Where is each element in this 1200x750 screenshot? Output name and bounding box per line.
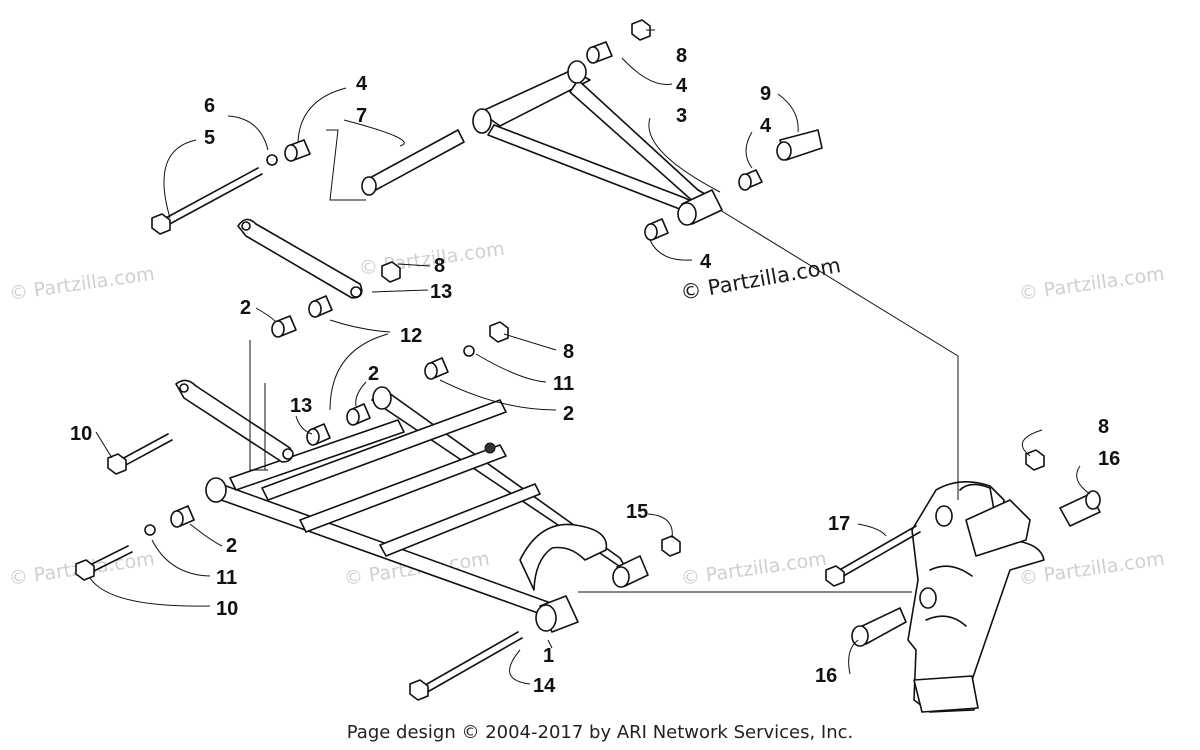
callout-8: 8 <box>434 255 445 277</box>
steering-knuckle <box>825 449 1101 713</box>
callout-14: 14 <box>533 675 556 697</box>
callout-2: 2 <box>368 363 379 385</box>
callout-4: 4 <box>676 75 688 97</box>
callout-4: 4 <box>356 73 368 95</box>
callout-13: 13 <box>290 395 312 417</box>
watermark-text: © Partzilla.com <box>358 238 506 280</box>
watermark-text: © Partzilla.com <box>1018 263 1166 305</box>
callout-2: 2 <box>240 297 251 319</box>
callout-13: 13 <box>430 281 452 303</box>
callout-17: 17 <box>828 513 850 535</box>
upper-a-arm <box>472 60 723 226</box>
callout-16: 16 <box>815 665 837 687</box>
callout-10: 10 <box>216 598 238 620</box>
callout-12: 12 <box>400 325 422 347</box>
callout-11: 11 <box>216 567 237 589</box>
callout-6: 6 <box>204 95 215 117</box>
leader-lines <box>89 29 1091 685</box>
callout-8: 8 <box>563 341 574 363</box>
callout-10: 10 <box>70 423 92 445</box>
callout-labels: 8 4 3 9 4 4 4 7 6 5 8 13 2 12 8 2 11 2 1… <box>70 45 1120 697</box>
callout-15: 15 <box>626 501 648 523</box>
callout-2: 2 <box>563 403 574 425</box>
footer-copyright: Page design © 2004-2017 by ARI Network S… <box>346 722 854 743</box>
callout-4: 4 <box>760 115 772 137</box>
upper-hardware <box>151 19 823 241</box>
callout-8: 8 <box>676 45 687 67</box>
watermark-text: © Partzilla.com <box>680 548 828 590</box>
lower-hardware <box>75 295 681 701</box>
lower-a-arm <box>205 386 649 633</box>
callout-11: 11 <box>553 373 574 395</box>
callout-9: 9 <box>760 83 771 105</box>
callout-7: 7 <box>356 105 367 127</box>
callout-4: 4 <box>700 251 712 273</box>
callout-1: 1 <box>543 645 554 667</box>
upper-link <box>237 218 401 299</box>
watermark-text: © Partzilla.com <box>8 263 156 305</box>
callout-2: 2 <box>226 535 237 557</box>
callout-5: 5 <box>204 127 215 149</box>
callout-8: 8 <box>1098 416 1109 438</box>
callout-3: 3 <box>676 105 687 127</box>
callout-16: 16 <box>1098 448 1120 470</box>
